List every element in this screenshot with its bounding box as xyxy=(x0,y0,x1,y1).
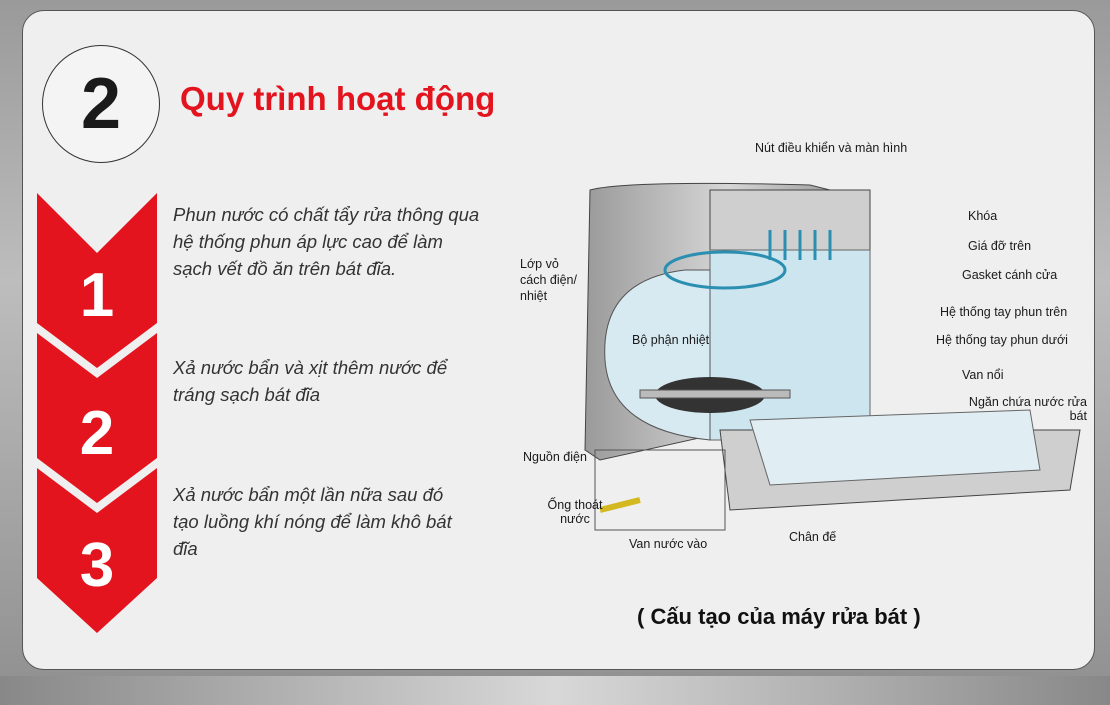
label-inlet-valve: Van nước vào xyxy=(629,537,708,551)
diagram-caption: ( Cấu tạo của máy rửa bát ) xyxy=(637,604,921,629)
label-controls: Nút điều khiển và màn hình xyxy=(755,141,908,155)
label-drain-pipe: Ống thoát nước xyxy=(547,498,603,526)
label-upper-rack: Giá đỡ trên xyxy=(968,239,1032,253)
step-2-number: 2 xyxy=(79,399,115,468)
label-detergent-dispenser: Ngăn chứa nước rửa bát xyxy=(968,395,1087,423)
footer-bar xyxy=(0,676,1110,705)
content-panel xyxy=(22,10,1095,670)
step-1-text: Phun nước có chất tẩy rửa thông qua hệ t… xyxy=(173,204,480,279)
label-power: Nguồn điện xyxy=(523,450,587,464)
step-1-number: 1 xyxy=(79,261,115,330)
chevron-step-1 xyxy=(37,193,157,368)
step-3-number: 3 xyxy=(79,531,115,600)
chevron-step-3 xyxy=(37,468,157,633)
section-number-badge: 2 xyxy=(42,45,160,163)
section-title: Quy trình hoạt động xyxy=(180,80,496,117)
step-2-text: Xả nước bẩn và xịt thêm nước để tráng sạ… xyxy=(173,357,448,405)
label-float-valve: Van nổi xyxy=(962,368,1004,382)
dishwasher-illustration xyxy=(584,182,1081,531)
chevron-step-2 xyxy=(37,333,157,503)
label-lock: Khóa xyxy=(968,209,998,223)
label-insulation: Lớp vỏ cách điện/ nhiệt xyxy=(520,257,577,303)
label-door-gasket: Gasket cánh cửa xyxy=(962,268,1058,282)
step-3-text: Xả nước bẩn một lần nữa sau đó tạo luồng… xyxy=(173,484,452,559)
step-chevrons xyxy=(37,193,157,633)
label-base: Chân đế xyxy=(789,530,837,544)
label-lower-spray-arm: Hệ thống tay phun dưới xyxy=(936,333,1068,347)
label-upper-spray-arm: Hệ thống tay phun trên xyxy=(940,305,1068,319)
label-heater: Bộ phận nhiệt xyxy=(632,333,710,347)
